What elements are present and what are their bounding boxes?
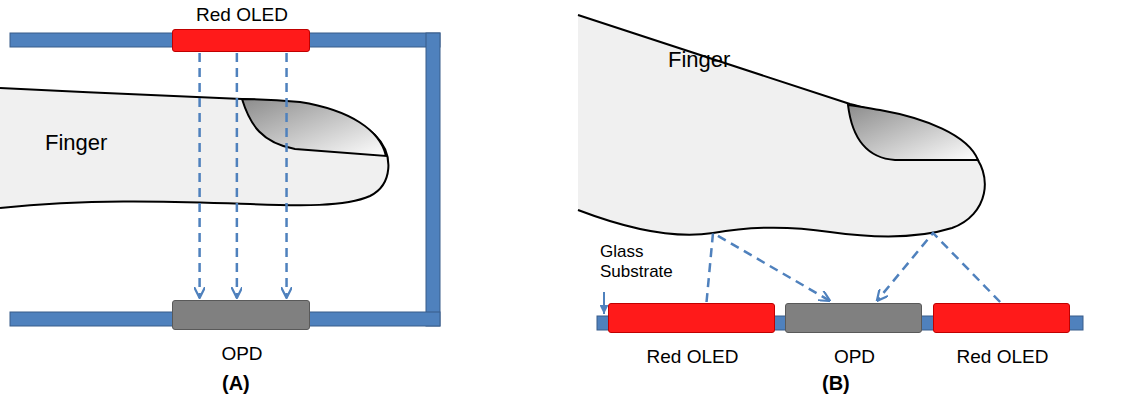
- light-path-arrow: [285, 53, 288, 298]
- red-oled: Red OLED: [172, 29, 310, 52]
- component-label: Red OLED: [647, 346, 739, 368]
- finger-nail: [848, 105, 978, 160]
- finger-label: Finger: [45, 130, 107, 155]
- opd-detector: OPD: [785, 303, 922, 333]
- finger-nail: [242, 99, 386, 156]
- red-oled: Red OLED: [933, 303, 1070, 333]
- finger-shape: Finger: [578, 15, 988, 240]
- finger-shape: Finger: [0, 75, 395, 215]
- finger-label: Finger: [668, 47, 730, 72]
- light-path-arrow: [707, 233, 831, 302]
- opd-detector: OPD: [172, 300, 310, 330]
- finger-fill: [578, 15, 985, 237]
- leader-arrow: [603, 292, 605, 314]
- light-path-arrow: [236, 53, 239, 298]
- part-label: Glass Substrate: [600, 242, 695, 281]
- light-path-arrow: [198, 53, 201, 298]
- light-path-arrow: [877, 233, 1000, 302]
- component-label: OPD: [221, 343, 262, 365]
- component-label: OPD: [834, 346, 875, 368]
- finger-outline: [0, 88, 388, 208]
- finger-outline: [578, 15, 985, 237]
- panel-label: (B): [822, 372, 850, 395]
- panel-label: (A): [222, 372, 250, 395]
- frame-side-bar: [426, 33, 440, 326]
- red-oled: Red OLED: [608, 303, 775, 333]
- finger-fill: [0, 88, 388, 208]
- component-label: Red OLED: [957, 346, 1049, 368]
- component-label: Red OLED: [196, 4, 288, 26]
